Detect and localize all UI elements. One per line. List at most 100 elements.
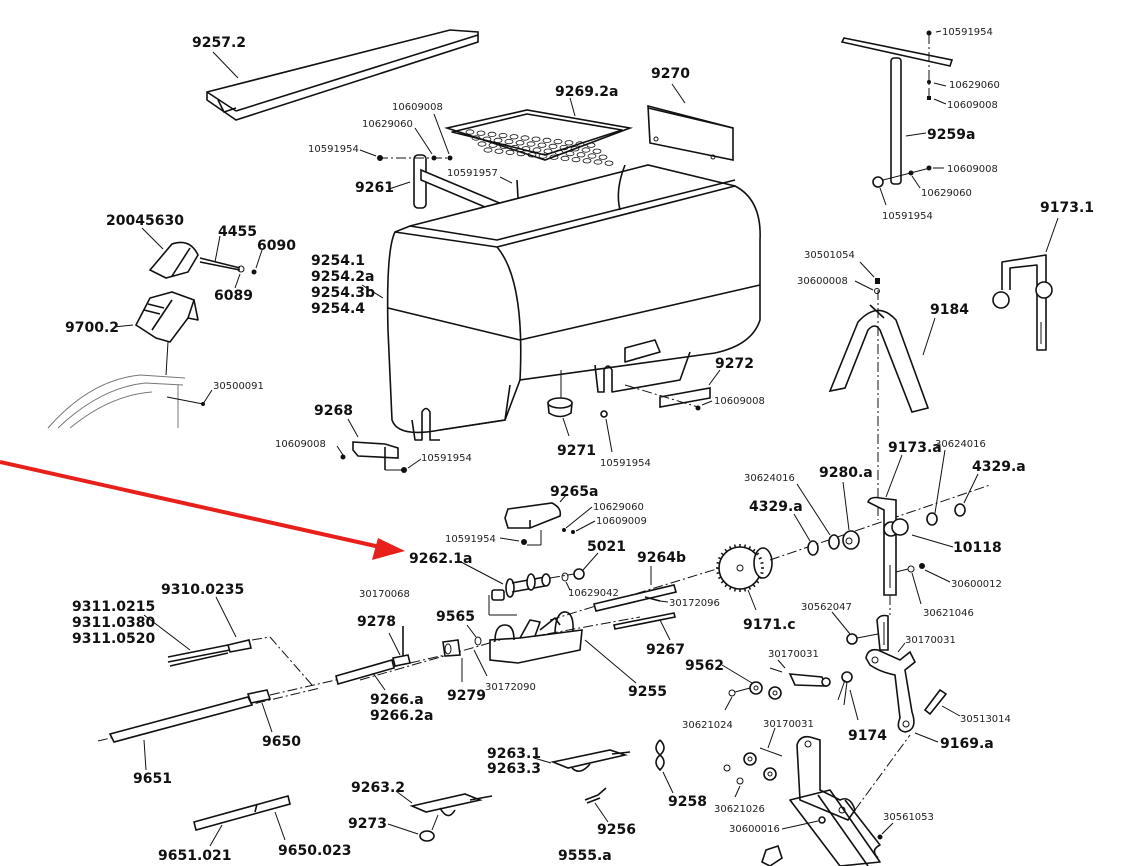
label-30500091[interactable]: 30500091 [213,381,264,392]
label-9254-1[interactable]: 9254.1 [311,253,365,269]
label-9650-023[interactable]: 9650.023 [278,843,352,859]
label-9169-a[interactable]: 9169.a [940,736,994,752]
screw-10591954-9265[interactable] [521,539,527,545]
label-9279[interactable]: 9279 [447,688,486,704]
shaft-9651-021[interactable] [193,795,291,847]
label-10629060-mid[interactable]: 10629060 [921,188,972,199]
washer-10629060-mid[interactable] [908,170,914,176]
label-4329-a-right[interactable]: 4329.a [972,459,1026,475]
label-9310-0235[interactable]: 9310.0235 [161,582,244,598]
bracket-9268[interactable] [336,418,422,473]
label-9271[interactable]: 9271 [557,443,596,459]
washer-30621046[interactable] [907,565,915,573]
label-10629060-top[interactable]: 10629060 [949,80,1000,91]
label-9254-2a[interactable]: 9254.2a [311,269,374,285]
nut-6090[interactable] [251,269,257,275]
label-9267[interactable]: 9267 [646,642,685,658]
label-9562[interactable]: 9562 [685,658,724,674]
label-30621024[interactable]: 30621024 [682,720,733,731]
nut-10609008[interactable] [447,155,453,161]
flap-9263-1[interactable] [533,749,631,772]
nut-10609008-mid[interactable] [926,165,932,171]
coupling-9279[interactable] [359,624,501,682]
washer-30624016-right[interactable] [926,512,938,526]
label-5021[interactable]: 5021 [587,539,626,555]
plate-9270[interactable] [647,83,734,161]
label-9311-0520[interactable]: 9311.0520 [72,631,156,647]
label-9263-2[interactable]: 9263.2 [351,780,405,796]
sprocket-9171-c[interactable] [716,484,991,611]
label-10629042[interactable]: 10629042 [568,588,619,599]
label-10609008-top[interactable]: 10609008 [947,100,998,111]
label-10591954-a[interactable]: 10591954 [308,144,359,155]
label-9265a[interactable]: 9265a [550,484,598,500]
label-9171-c[interactable]: 9171.c [743,617,796,633]
label-30170068[interactable]: 30170068 [359,589,410,600]
label-6090[interactable]: 6090 [257,238,296,254]
washer-10629042[interactable] [561,572,569,582]
washer-30600008[interactable] [874,288,880,294]
label-9270[interactable]: 9270 [651,66,690,82]
label-9256[interactable]: 9256 [597,822,636,838]
label-30624016-right[interactable]: 30624016 [935,439,986,450]
label-10609008-mid[interactable]: 10609008 [947,164,998,175]
label-9173-a[interactable]: 9173.a [888,440,942,456]
label-10629060-9265[interactable]: 10629060 [593,502,644,513]
label-9257-2[interactable]: 9257.2 [192,35,246,51]
housing-9700-2[interactable] [113,291,199,376]
label-30621026[interactable]: 30621026 [714,804,765,815]
label-10629060-a[interactable]: 10629060 [362,119,413,130]
screw-10591954-9268[interactable] [401,467,407,473]
cable-9310-0235[interactable] [143,596,313,686]
label-10591954-9265[interactable]: 10591954 [445,534,496,545]
label-6089[interactable]: 6089 [214,288,253,304]
nut-10609008-top[interactable] [927,96,931,100]
flap-9263-2[interactable] [387,790,493,842]
label-4455[interactable]: 4455 [218,224,257,240]
shaft-9266[interactable] [269,626,446,696]
label-9261[interactable]: 9261 [355,180,394,196]
label-9259a[interactable]: 9259a [927,127,975,143]
label-9184[interactable]: 9184 [930,302,969,318]
hopper-9254[interactable] [361,164,761,441]
label-4329-a-left[interactable]: 4329.a [749,499,803,515]
circlip-4329-a-left[interactable] [807,540,819,556]
washer-6089[interactable] [237,265,245,273]
pin-4455[interactable] [199,235,263,289]
shaft-9262-1a[interactable] [460,552,599,616]
label-9311-0215[interactable]: 9311.0215 [72,599,155,615]
screw-30501054[interactable] [875,278,880,284]
label-30170031-a[interactable]: 30170031 [905,635,956,646]
label-10609009[interactable]: 10609009 [596,516,647,527]
label-9174[interactable]: 9174 [848,728,887,744]
circlip-4329-a-right[interactable] [954,503,966,517]
washer-10629060-top[interactable] [927,80,931,84]
label-9651[interactable]: 9651 [133,771,172,787]
guard-9184[interactable] [828,261,936,520]
label-9268[interactable]: 9268 [314,403,353,419]
washer-30600016[interactable] [818,816,826,824]
washer-30624016-left[interactable] [828,534,840,550]
label-20045630[interactable]: 20045630 [106,213,184,229]
label-9262-1a[interactable]: 9262.1a [409,551,472,567]
label-9273[interactable]: 9273 [348,816,387,832]
washer-10629060[interactable] [431,155,437,161]
label-30562047[interactable]: 30562047 [801,602,852,613]
arm-9169-a[interactable] [831,611,961,743]
nut-30600012[interactable] [919,563,925,569]
label-10609008-9272[interactable]: 10609008 [714,396,765,407]
bracket-9173-1[interactable] [992,217,1059,351]
label-10118[interactable]: 10118 [953,540,1002,556]
nut-30621024[interactable] [728,689,736,697]
nut-30621026[interactable] [736,777,744,785]
label-9311-0380[interactable]: 9311.0380 [72,615,156,631]
lower-bracket-assembly[interactable] [723,727,911,866]
label-9173-1[interactable]: 9173.1 [1040,200,1094,216]
bolt-30513014[interactable] [923,688,948,716]
screw-10591954[interactable] [377,155,383,161]
label-30561053[interactable]: 30561053 [883,812,934,823]
label-9555-a[interactable]: 9555.a [558,848,612,864]
label-10591954-9271[interactable]: 10591954 [600,458,651,469]
label-30172096[interactable]: 30172096 [669,598,720,609]
label-9266-a[interactable]: 9266.a [370,692,424,708]
